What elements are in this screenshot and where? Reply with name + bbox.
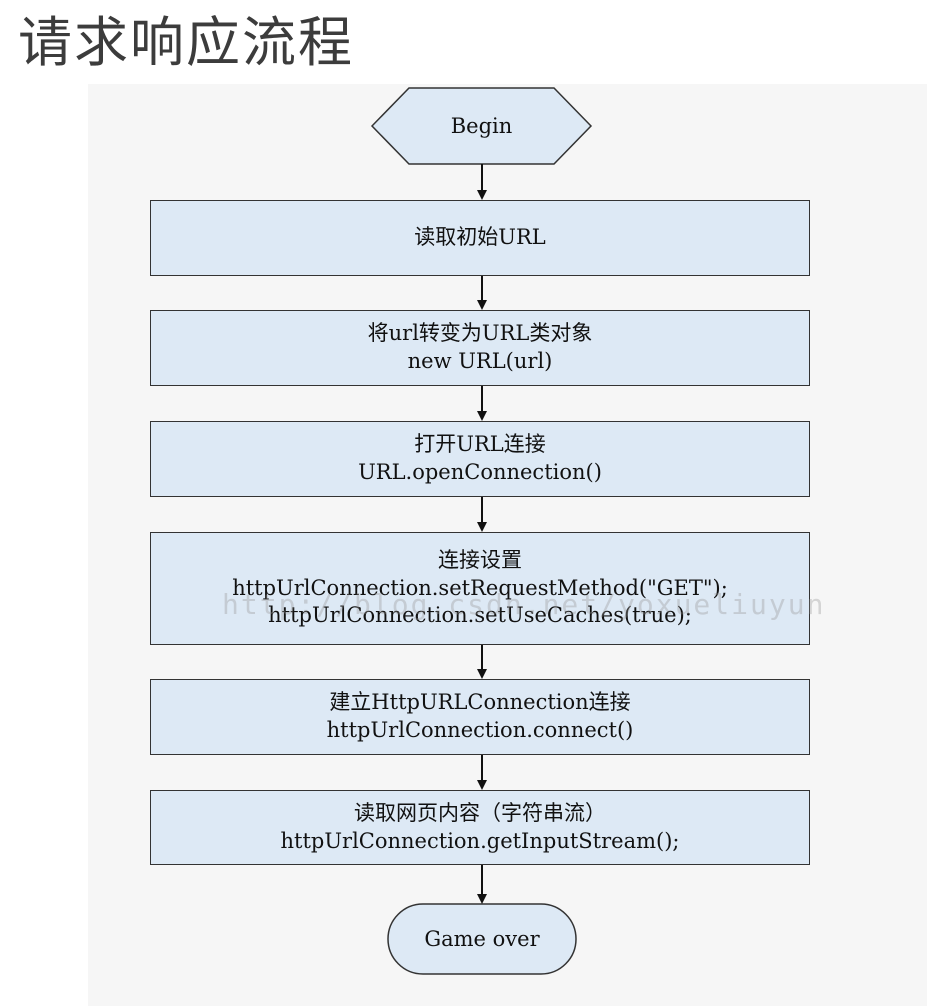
page-title: 请求响应流程 [18, 11, 354, 74]
watermark: http://blog.csdn.net/yoxueliuyun [222, 588, 826, 621]
step-establish-connection: 建立HttpURLConnection连接 httpUrlConnection.… [150, 679, 810, 755]
step-text: 连接设置 [438, 547, 522, 572]
step-text: 打开URL连接 [414, 432, 546, 457]
step-code: httpUrlConnection.setRequestMethod("GET"… [232, 575, 728, 600]
step-connection-settings: 连接设置 httpUrlConnection.setRequestMethod(… [150, 532, 810, 645]
step-text: 建立HttpURLConnection连接 [329, 690, 631, 715]
end-shape [387, 903, 577, 975]
step-open-connection: 打开URL连接 URL.openConnection() [150, 421, 810, 497]
step-text: 读取网页内容（字符串流） [354, 800, 606, 825]
step-text: 将url转变为URL类对象 [367, 321, 593, 346]
step-code: httpUrlConnection.setUseCaches(true); [268, 603, 692, 628]
step-code: URL.openConnection() [358, 460, 602, 484]
step-code: new URL(url) [407, 349, 553, 373]
step-read-initial-url: 读取初始URL [150, 200, 810, 276]
begin-shape [370, 87, 593, 165]
step-code: httpUrlConnection.connect() [326, 718, 634, 742]
step-code: httpUrlConnection.getInputStream(); [280, 828, 680, 853]
step-read-content: 读取网页内容（字符串流） httpUrlConnection.getInputS… [150, 790, 810, 865]
step-convert-url: 将url转变为URL类对象 new URL(url) [150, 310, 810, 386]
step-text: 读取初始URL [414, 225, 546, 250]
begin-label: Begin [450, 114, 513, 138]
end-label: Game over [424, 927, 540, 951]
